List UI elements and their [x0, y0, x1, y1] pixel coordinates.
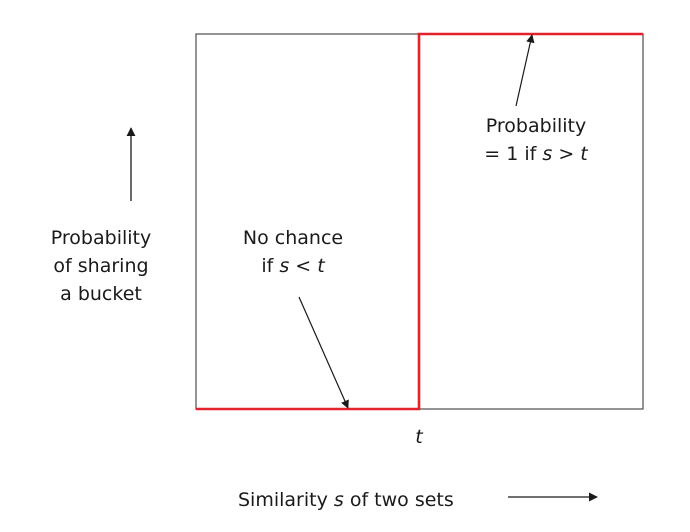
step-function-curve — [196, 32, 643, 411]
below-threshold-prefix: if — [261, 255, 280, 277]
above-threshold-pointer — [515, 34, 535, 107]
y-axis-label-line1: Probability — [50, 227, 152, 249]
above-threshold-line2: = 1 if s > t — [456, 140, 616, 168]
threshold-label: t — [404, 423, 434, 451]
above-threshold-prefix: = 1 if — [484, 143, 543, 165]
above-threshold-var-t: t — [580, 143, 588, 165]
below-threshold-annotation: No chance if s < t — [218, 224, 368, 280]
x-axis-label: Similarity s of two sets — [238, 486, 454, 514]
below-threshold-line1: No chance — [242, 227, 344, 249]
below-threshold-var-s: s — [279, 255, 290, 277]
below-threshold-var-t: t — [317, 255, 325, 277]
x-axis-label-var-s: s — [333, 489, 344, 511]
x-axis-label-prefix: Similarity — [238, 489, 334, 511]
below-threshold-line2: if s < t — [218, 252, 368, 280]
above-threshold-operator: > — [552, 143, 581, 165]
below-threshold-pointer — [298, 296, 349, 409]
y-axis-label-line2: of sharing — [53, 255, 149, 277]
y-axis-label: Probability of sharing a bucket — [30, 224, 172, 308]
above-threshold-annotation: Probability = 1 if s > t — [456, 112, 616, 168]
above-threshold-line1: Probability — [485, 115, 587, 137]
x-axis-label-suffix: of two sets — [343, 489, 454, 511]
below-threshold-operator: < — [289, 255, 318, 277]
threshold-var-t: t — [415, 426, 423, 448]
y-axis-label-line3: a bucket — [60, 283, 142, 305]
above-threshold-var-s: s — [542, 143, 553, 165]
